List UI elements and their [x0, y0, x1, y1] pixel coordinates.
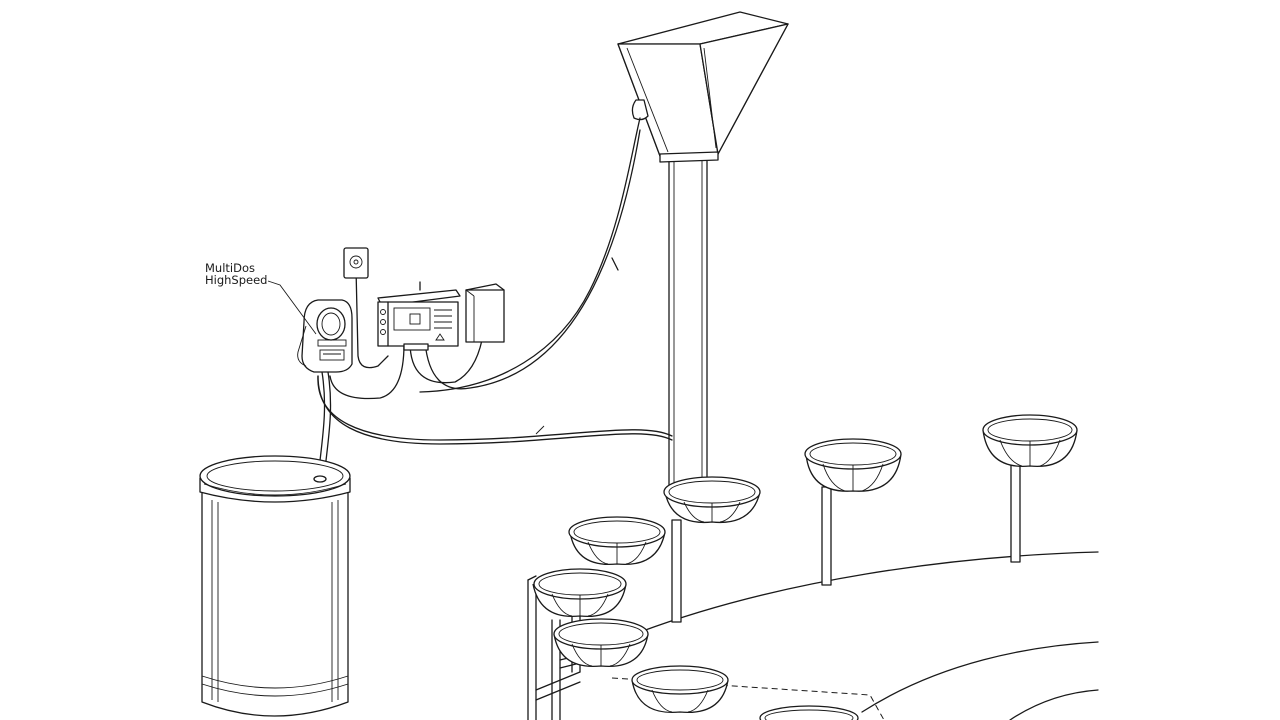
drop-tube [668, 149, 708, 491]
bowl [631, 665, 729, 714]
bowl [759, 705, 859, 720]
bowl [804, 438, 902, 492]
callout-leader [267, 280, 317, 335]
multidos-pump [297, 299, 353, 373]
feeding-bowls [532, 149, 1078, 720]
bowl [568, 516, 666, 566]
chemical-barrel [199, 455, 351, 717]
feeding-track [611, 551, 1099, 720]
bowl [553, 618, 649, 668]
power-outlet [343, 247, 369, 279]
callout-label-line2: HighSpeed [205, 273, 267, 287]
feed-hopper [617, 11, 789, 163]
junction-box [465, 283, 505, 343]
bowl [663, 476, 761, 524]
bowl [532, 568, 627, 618]
callout-label-line1: MultiDos [205, 261, 255, 275]
bowl [982, 414, 1078, 467]
controller-unit [377, 281, 461, 351]
bowl-posts [671, 463, 1021, 623]
cables [317, 117, 673, 479]
